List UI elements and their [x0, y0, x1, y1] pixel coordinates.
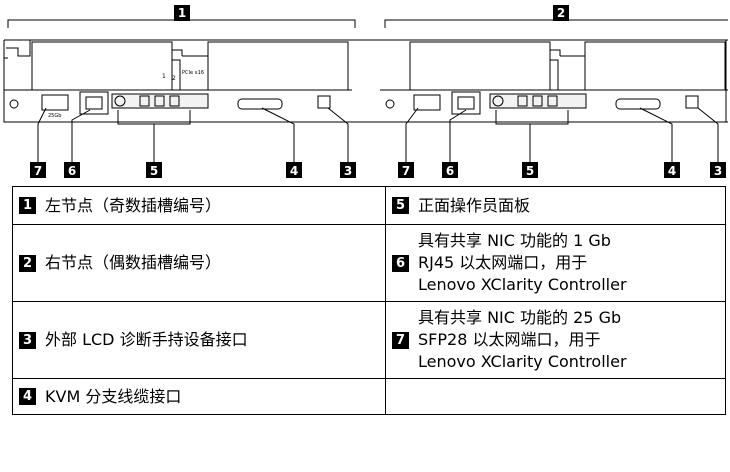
- rj45-port: [451, 91, 481, 115]
- callout-badge: [340, 162, 356, 178]
- legend-row: 1 左节点（奇数插槽编号） 5 正面操作员面板: [12, 186, 726, 225]
- callout-badge: [664, 162, 680, 178]
- pcie-label: PCIe x16: [182, 70, 204, 76]
- callout-badge: [553, 5, 569, 21]
- callout-5: 5: [150, 164, 158, 178]
- sfp28-port: [41, 94, 69, 111]
- led-panel: [111, 93, 209, 109]
- callout-badge: [442, 162, 458, 178]
- kvm-port: [615, 98, 661, 110]
- callout-badge: [398, 162, 414, 178]
- right-node: [380, 41, 728, 125]
- legend-badge: 2: [19, 254, 36, 272]
- left-node: [4, 41, 352, 125]
- pcie-slot-2: [207, 41, 349, 91]
- bottom-callouts: 7 6 5 4 3 7 6 5 4 3: [30, 162, 726, 178]
- bracket-right-node: [384, 19, 728, 28]
- callout-4: 4: [290, 164, 298, 178]
- legend-badge: 3: [19, 331, 36, 349]
- slot-label: 2: [172, 75, 176, 82]
- callout-1: 1: [178, 6, 186, 20]
- callout-badge: [522, 162, 538, 178]
- callout-badge: [286, 162, 302, 178]
- port-label: 25Gb: [48, 113, 61, 119]
- legend-badge: 1: [19, 197, 36, 214]
- callout-6: 6: [446, 164, 454, 178]
- callout-2: 2: [557, 6, 565, 20]
- legend-text: 正面操作员面板: [418, 195, 531, 215]
- legend-badge: 6: [392, 254, 409, 272]
- legend-text: 外部 LCD 诊断手持设备接口: [45, 330, 248, 349]
- legend-table: 1 左节点（奇数插槽编号） 5 正面操作员面板 2 右节点（偶数插槽编号） 6 …: [12, 186, 726, 415]
- pcie-slot-2: [584, 41, 726, 91]
- bracket-left-node: [7, 19, 356, 28]
- callout-badge: [710, 162, 726, 178]
- chassis: [3, 39, 728, 123]
- slot-label: 1: [162, 73, 166, 80]
- callout-3: 3: [714, 164, 722, 178]
- legend-text: 左节点（奇数插槽编号）: [45, 195, 222, 215]
- legend-text: 右节点（偶数插槽编号）: [45, 253, 222, 272]
- callout-3: 3: [344, 164, 352, 178]
- callout-badge: [174, 5, 190, 21]
- lcd-port: [685, 95, 699, 109]
- pcie-slot-1: [409, 41, 551, 91]
- legend-row: 2 右节点（偶数插槽编号） 6 具有共享 NIC 功能的 1 Gb RJ45 以…: [12, 224, 726, 302]
- callout-7: 7: [402, 164, 410, 178]
- callout-badge: [146, 162, 162, 178]
- lcd-port: [317, 95, 331, 109]
- callout-5: 5: [526, 164, 534, 178]
- kvm-port: [237, 98, 283, 110]
- led-panel: [489, 93, 587, 109]
- legend-badge: 4: [19, 388, 36, 405]
- legend-empty-cell: [385, 378, 726, 415]
- callout-6: 6: [68, 164, 76, 178]
- rj45-port: [79, 91, 109, 115]
- callout-badge: [30, 162, 46, 178]
- legend-text: 具有共享 NIC 功能的 25 Gb SFP28 以太网端口，用于 Lenovo…: [418, 308, 627, 371]
- legend-text: 具有共享 NIC 功能的 1 Gb RJ45 以太网端口，用于 Lenovo X…: [418, 231, 627, 294]
- rear-view-diagram: 1 2 1 2 PCIe x16 25Gb: [3, 5, 728, 178]
- legend-badge: 7: [392, 331, 409, 349]
- legend-badge: 5: [392, 197, 409, 214]
- sfp28-port: [413, 94, 441, 111]
- legend-row: 3 外部 LCD 诊断手持设备接口 7 具有共享 NIC 功能的 25 Gb S…: [12, 301, 726, 379]
- callout-badge: [64, 162, 80, 178]
- legend-text: KVM 分支线缆接口: [45, 386, 182, 406]
- pcie-slot-1: [31, 41, 173, 91]
- leader-lines: [37, 107, 719, 162]
- callout-7: 7: [34, 164, 42, 178]
- legend-row: 4 KVM 分支线缆接口: [12, 378, 726, 415]
- callout-4: 4: [668, 164, 676, 178]
